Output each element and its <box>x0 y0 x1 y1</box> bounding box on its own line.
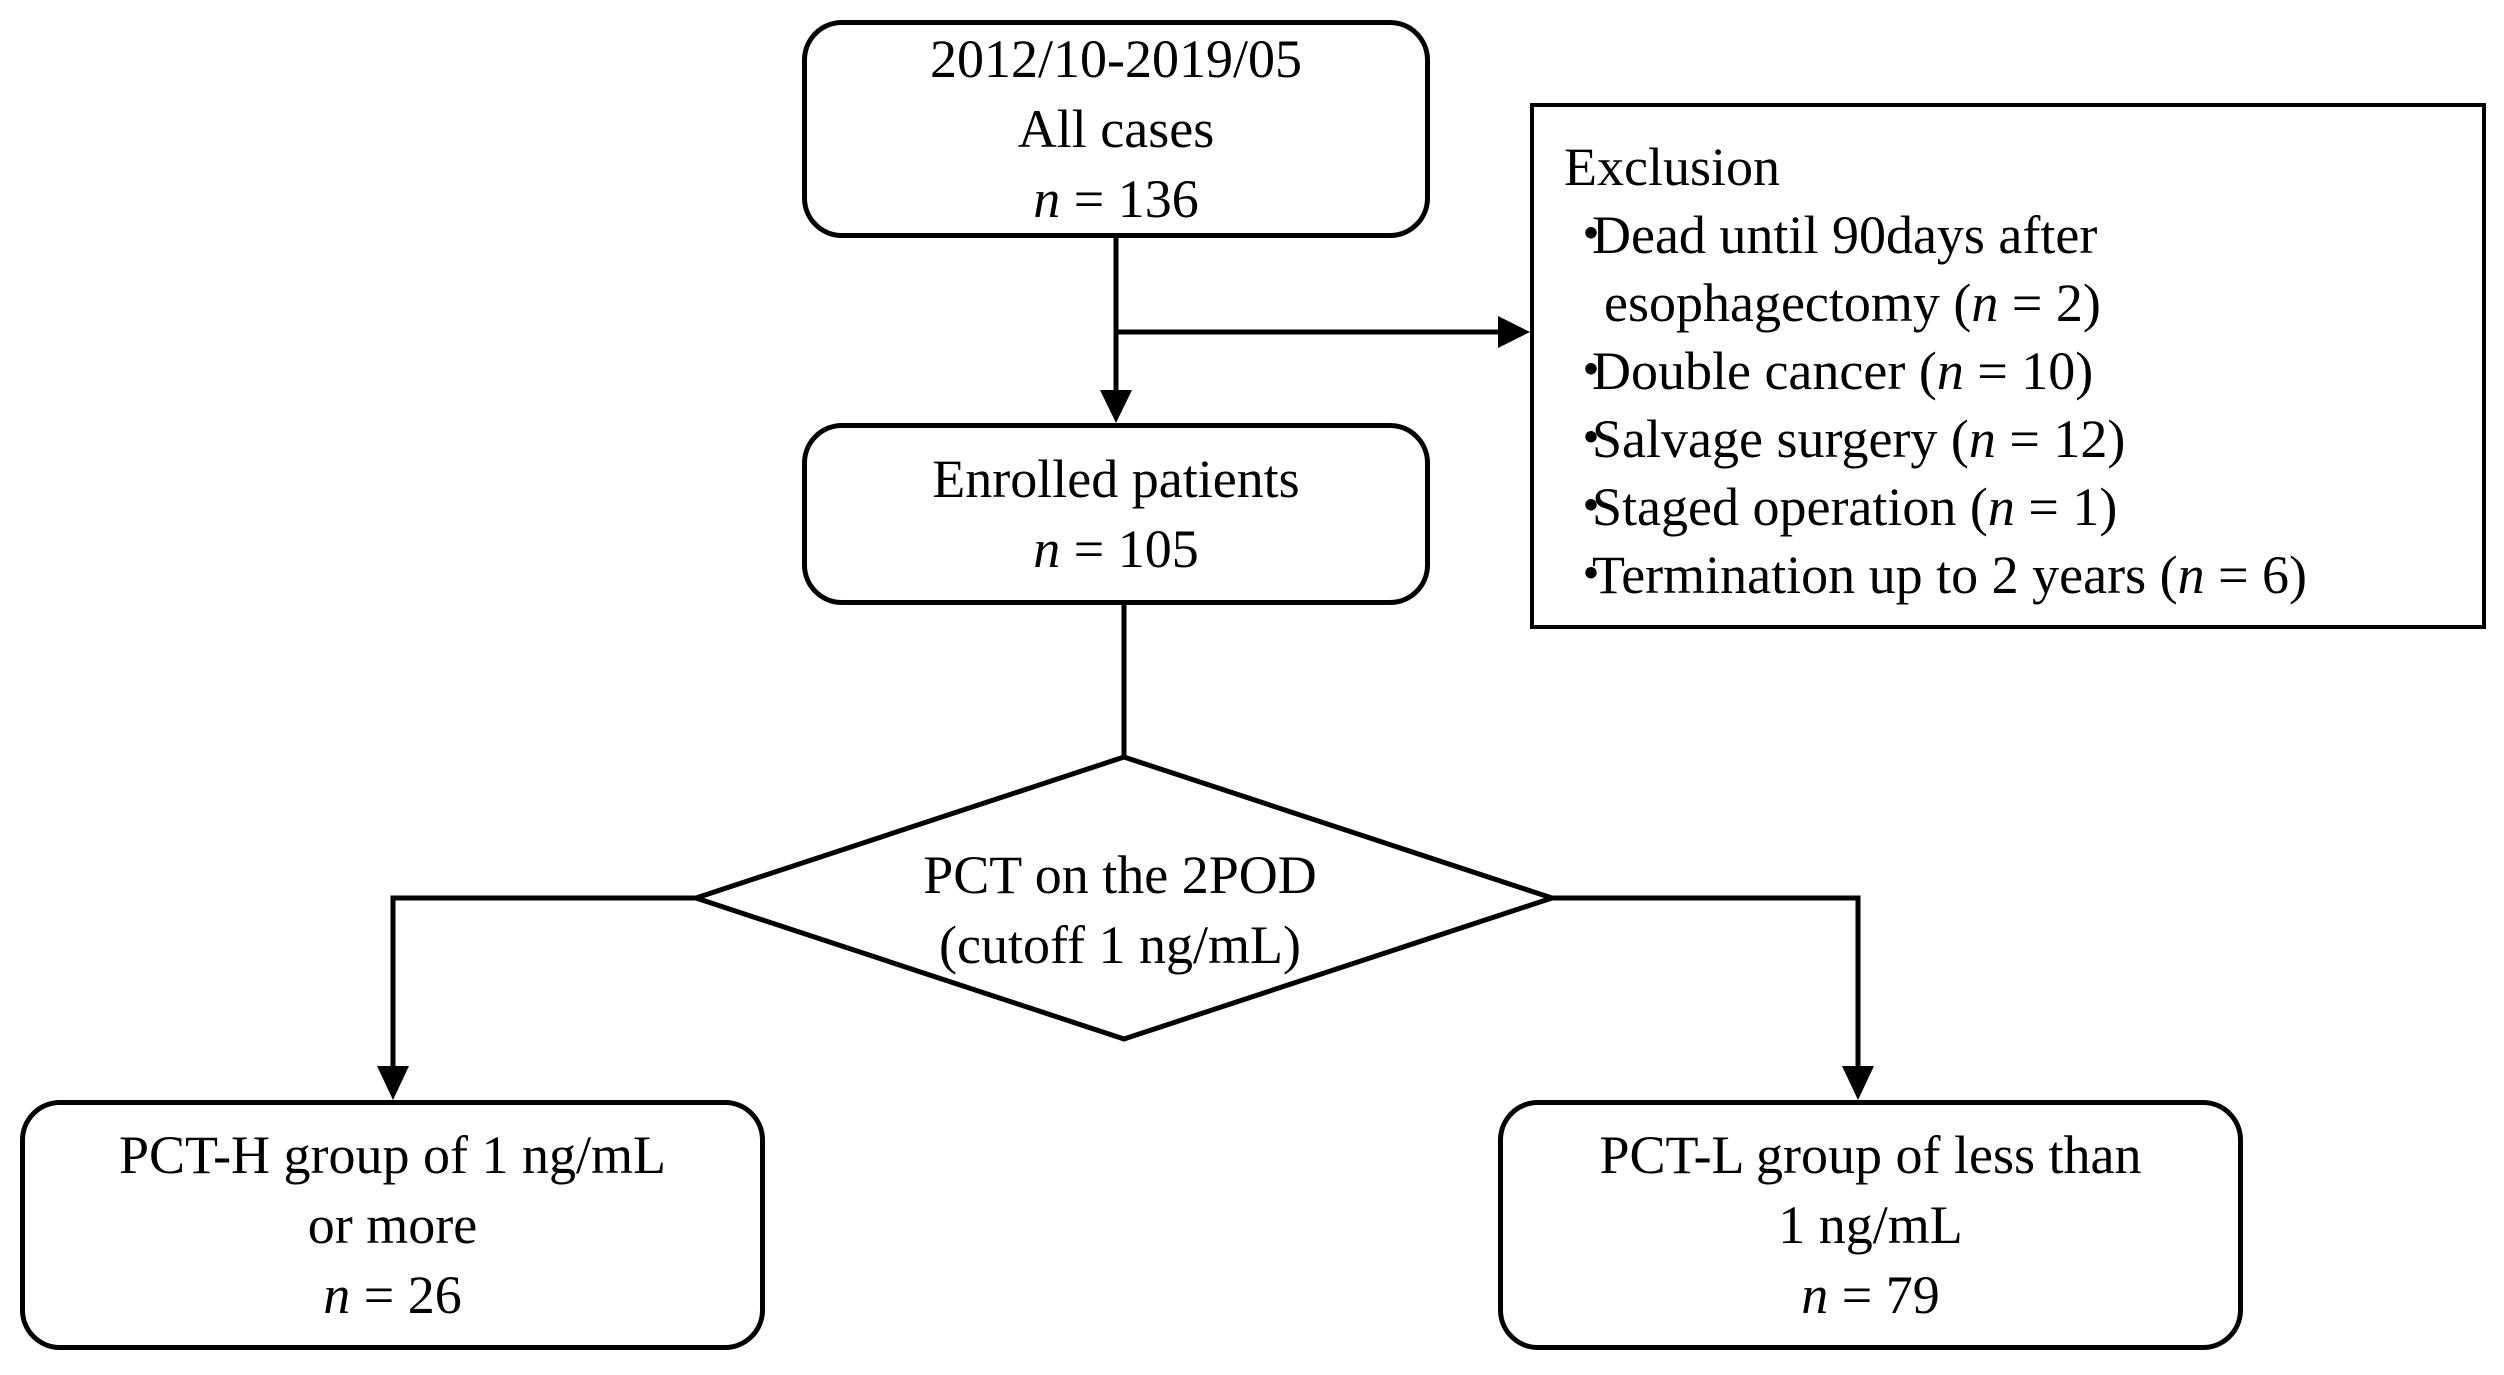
period-label: 2012/10-2019/05 <box>930 29 1302 89</box>
high-group-label: PCT-H group of 1 ng/mL <box>118 1125 666 1185</box>
exclusion-item: ・ Staged operation (n = 1) <box>1564 473 2482 541</box>
count-value: = 26 <box>350 1265 462 1325</box>
exclusion-item: ・ Dead until 90days after <box>1564 201 2482 269</box>
n-symbol: n <box>1936 341 1964 401</box>
arrowhead-low-group <box>1842 1066 1874 1100</box>
decision-diamond <box>688 754 1560 1042</box>
exclusion-item-text: Dead until 90days after <box>1592 205 2098 265</box>
enrolled-label: Enrolled patients <box>932 449 1300 509</box>
pct-high-group-box: PCT-H group of 1 ng/mL or more n = 26 <box>20 1100 765 1350</box>
count-value: = 136 <box>1060 169 1199 229</box>
exclusion-item-label: Staged operation ( <box>1592 477 1988 537</box>
n-symbol: n <box>1033 169 1061 229</box>
exclusion-title: Exclusion <box>1564 137 1780 197</box>
low-group-count: n = 79 <box>1801 1260 1939 1330</box>
all-cases-count: n = 136 <box>1033 164 1198 234</box>
decision-criterion: PCT on the 2POD <box>923 845 1317 905</box>
count-value: = 12) <box>1995 409 2126 469</box>
count-value: = 10) <box>1963 341 2094 401</box>
enrolled-count: n = 105 <box>1033 514 1198 584</box>
count-value: = 79 <box>1828 1265 1940 1325</box>
bullet-icon: ・ <box>1564 477 1618 537</box>
low-group-label: PCT-L group of less than <box>1599 1125 2142 1185</box>
exclusion-item-label: Termination up to 2 years ( <box>1592 545 2178 605</box>
exclusion-item-continuation: esophagectomy (n = 2) <box>1564 269 2482 337</box>
exclusion-item-cont-text: esophagectomy ( <box>1604 273 1972 333</box>
exclusion-item-label: Salvage surgery ( <box>1592 409 1969 469</box>
exclusion-item-text: Double cancer (n = 10) <box>1592 337 2093 405</box>
count-value: = 2) <box>1998 273 2101 333</box>
n-symbol: n <box>2177 545 2205 605</box>
connector-to-low-group <box>1552 895 1861 1068</box>
exclusion-box: Exclusion ・ Dead until 90days after esop… <box>1530 103 2486 629</box>
arrowhead-exclusion <box>1498 316 1530 348</box>
exclusion-item: ・ Double cancer (n = 10) <box>1564 337 2482 405</box>
pct-low-group-box: PCT-L group of less than 1 ng/mL n = 79 <box>1498 1100 2243 1350</box>
bullet-icon: ・ <box>1564 409 1618 469</box>
count-value: = 105 <box>1060 519 1199 579</box>
n-symbol: n <box>323 1265 351 1325</box>
n-symbol: n <box>1033 519 1061 579</box>
all-cases-box: 2012/10-2019/05 All cases n = 136 <box>802 20 1430 238</box>
exclusion-item: ・ Termination up to 2 years (n = 6) <box>1564 541 2482 609</box>
high-group-count: n = 26 <box>323 1260 461 1330</box>
exclusion-item-text: Termination up to 2 years (n = 6) <box>1592 541 2307 609</box>
arrowhead-high-group <box>377 1066 409 1100</box>
n-symbol: n <box>1968 409 1996 469</box>
decision-label: PCT on the 2POD (cutoff 1 ng/mL) <box>880 840 1360 980</box>
all-cases-label: All cases <box>1017 99 1215 159</box>
n-symbol: n <box>1971 273 1999 333</box>
bullet-icon: ・ <box>1564 341 1618 401</box>
count-value: = 6) <box>2204 545 2307 605</box>
enrolled-patients-box: Enrolled patients n = 105 <box>802 423 1430 605</box>
count-value: = 1) <box>2014 477 2118 537</box>
decision-cutoff: (cutoff 1 ng/mL) <box>939 915 1301 975</box>
exclusion-item-label: Double cancer ( <box>1592 341 1937 401</box>
connector-to-high-group <box>390 895 696 1068</box>
n-symbol: n <box>1987 477 2015 537</box>
bullet-icon: ・ <box>1564 545 1618 605</box>
n-symbol: n <box>1801 1265 1829 1325</box>
exclusion-item-text: Staged operation (n = 1) <box>1592 473 2117 541</box>
exclusion-item: ・ Salvage surgery (n = 12) <box>1564 405 2482 473</box>
arrowhead-enrolled <box>1100 390 1132 423</box>
exclusion-item-text: Salvage surgery (n = 12) <box>1592 405 2125 473</box>
low-group-label-cont: 1 ng/mL <box>1778 1195 1963 1255</box>
high-group-label-cont: or more <box>307 1195 478 1255</box>
bullet-icon: ・ <box>1564 205 1618 265</box>
